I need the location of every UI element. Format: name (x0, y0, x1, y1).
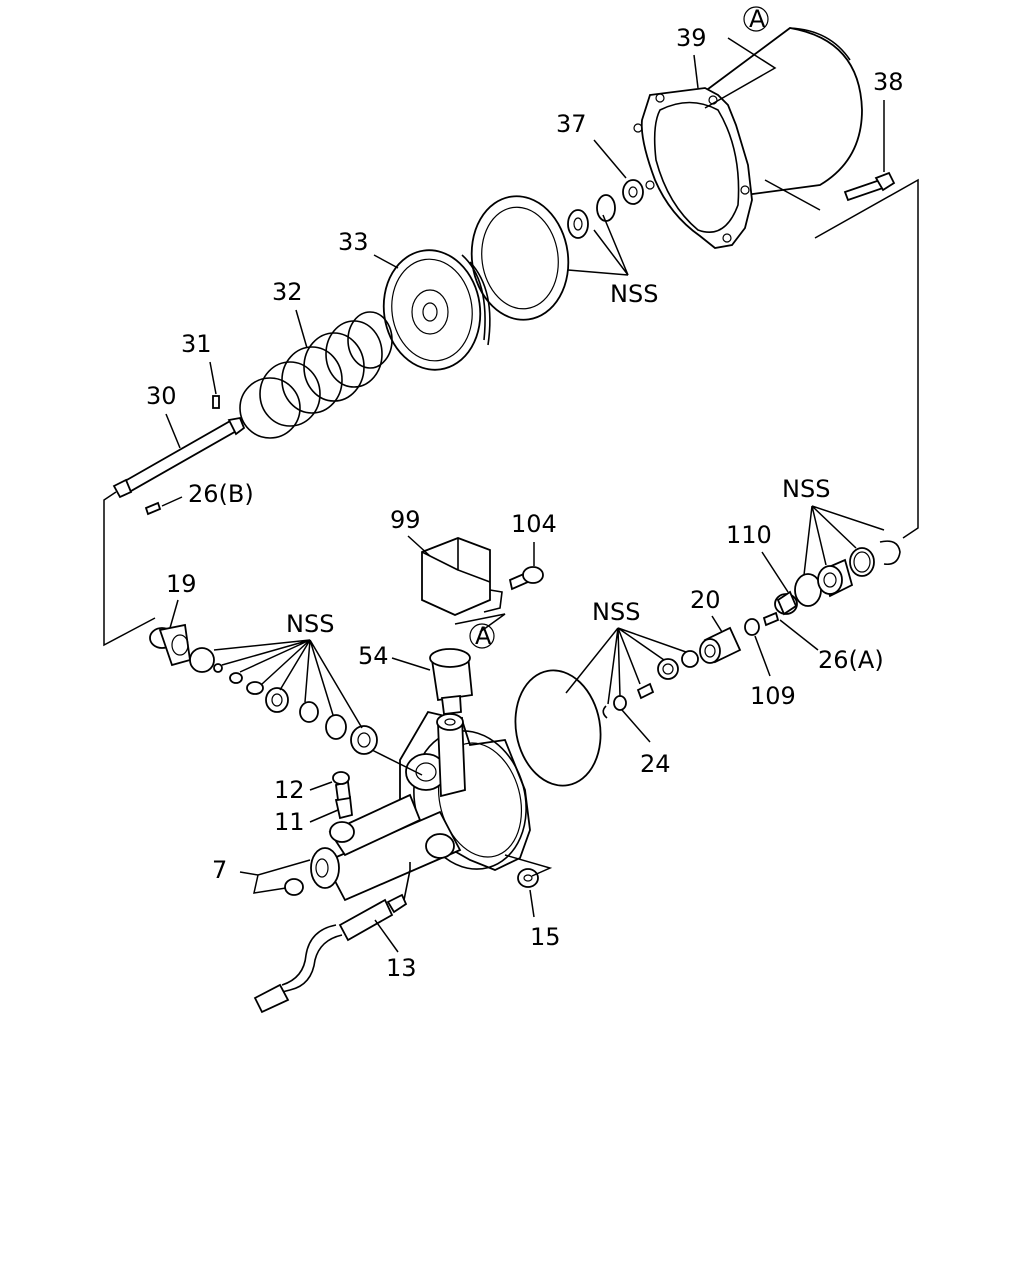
nss-parts-left (189, 639, 423, 776)
part-label: A (749, 5, 766, 33)
switch-13 (253, 862, 411, 1014)
label-19: 19 (166, 570, 197, 598)
label-15: 15 (530, 923, 561, 951)
seal-diaphragm (514, 669, 602, 787)
label-38: 38 (873, 68, 904, 96)
label-33: 33 (338, 228, 369, 256)
washer-nss-b (596, 194, 616, 222)
cap-7 (284, 878, 304, 896)
label-31: 31 (181, 330, 212, 358)
nut-15 (517, 868, 539, 888)
label-30: 30 (146, 382, 177, 410)
spring-32 (239, 311, 393, 439)
label-24: 24 (640, 750, 671, 778)
bolt-104 (508, 566, 544, 591)
label-99: 99 (390, 506, 421, 534)
nss-parts-right (794, 505, 901, 607)
plunger-20 (699, 626, 742, 664)
valve-body (310, 710, 531, 902)
nut-37 (622, 179, 644, 205)
reference-a-top: A (704, 5, 777, 109)
label-12: 12 (274, 776, 305, 804)
label-32: 32 (272, 278, 303, 306)
part-label: A (475, 622, 492, 650)
bolt-38 (843, 171, 896, 202)
washer-nss-a (567, 209, 589, 239)
bleeder-11-12 (332, 771, 353, 820)
valve-19 (149, 623, 192, 667)
label-26b: 26(B) (188, 480, 254, 508)
label-54: 54 (358, 642, 389, 670)
label-37: 37 (556, 110, 587, 138)
piston-110 (774, 590, 798, 616)
nss-label-top: NSS (610, 280, 658, 308)
label-7: 7 (212, 856, 227, 884)
cover-99 (421, 537, 503, 616)
label-20: 20 (690, 586, 721, 614)
pin-26a (762, 611, 780, 627)
nss-label-right: NSS (782, 475, 830, 503)
label-110: 110 (726, 521, 772, 549)
reference-a-mid: A (454, 613, 506, 650)
piston-33 (382, 249, 491, 371)
oring-109 (744, 618, 760, 636)
label-11: 11 (274, 808, 305, 836)
pin-26b (144, 501, 162, 516)
label-26a: 26(A) (818, 646, 884, 674)
rod-30 (112, 416, 246, 499)
label-109: 109 (750, 682, 796, 710)
label-39: 39 (676, 24, 707, 52)
nss-parts-center (565, 627, 699, 719)
cylinder-housing-39 (633, 27, 863, 249)
label-13: 13 (386, 954, 417, 982)
label-104: 104 (511, 510, 557, 538)
nss-label-center: NSS (592, 598, 640, 626)
pin-31 (212, 395, 220, 409)
solenoid-54 (429, 648, 473, 715)
nss-label-left: NSS (286, 610, 334, 638)
